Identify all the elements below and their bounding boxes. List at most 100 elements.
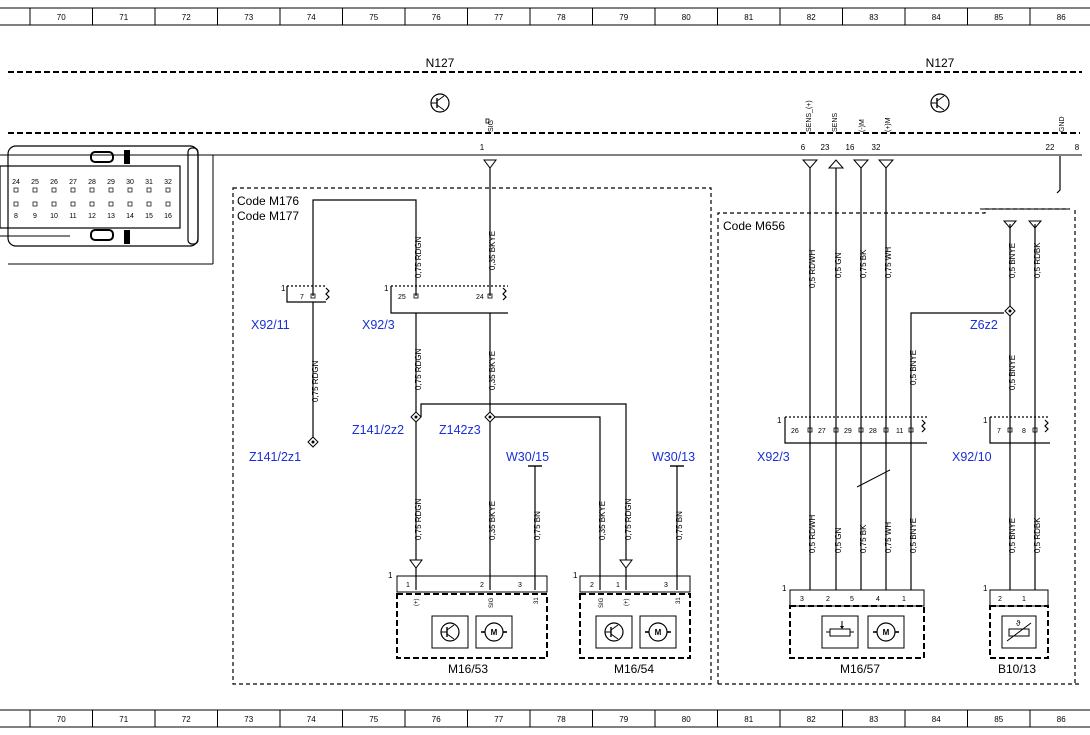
ecu-connector-pin-number: 11 bbox=[69, 213, 76, 220]
ecu-connector-pin bbox=[108, 187, 114, 193]
ecu-connector-pin-number: 8 bbox=[14, 213, 18, 220]
ruler-column-number: 86 bbox=[1057, 13, 1066, 22]
svg-text:SENS_(+): SENS_(+) bbox=[806, 100, 813, 132]
ecu-connector-pin-number: 15 bbox=[145, 213, 153, 220]
svg-text:29: 29 bbox=[844, 428, 852, 435]
svg-text:M: M bbox=[883, 628, 890, 637]
ecu-connector-pin-number: 28 bbox=[88, 179, 96, 186]
splice-z141-2z2: Z141/2z2 bbox=[352, 411, 422, 437]
wire-code-bracket bbox=[312, 199, 417, 296]
ruler-column-number: 85 bbox=[994, 13, 1003, 22]
svg-text:1: 1 bbox=[388, 571, 393, 580]
ecu-output-arrows bbox=[483, 159, 895, 169]
wire-label-rdgn-x92-11: 0,75 RDGN bbox=[311, 360, 320, 402]
motor-icon: M bbox=[475, 615, 513, 649]
ruler-column-number: 84 bbox=[932, 715, 941, 724]
wire-label-rdgn-lower: 0,75 RDGN bbox=[414, 498, 423, 540]
wire-label-bk-lower: 0,75 BK bbox=[859, 524, 868, 553]
svg-text:Z142z3: Z142z3 bbox=[439, 423, 481, 437]
svg-text:B10/13: B10/13 bbox=[998, 662, 1036, 676]
wire-label-bkye-branch: 0,35 BKYE bbox=[598, 501, 607, 540]
svg-text:M16/53: M16/53 bbox=[448, 662, 488, 676]
svg-text:1: 1 bbox=[480, 143, 485, 152]
arrow-icon bbox=[1027, 220, 1043, 229]
svg-text:7: 7 bbox=[997, 428, 1001, 435]
n127-label-left: N127 bbox=[426, 56, 455, 70]
wire-branch-bkye bbox=[495, 416, 601, 590]
ecu-connector-pin-number: 25 bbox=[31, 179, 39, 186]
svg-text:SIG: SIG bbox=[488, 120, 495, 132]
svg-text:W30/15: W30/15 bbox=[506, 450, 549, 464]
transistor-icon bbox=[430, 93, 450, 113]
ecu-connector-pin-number: 13 bbox=[107, 213, 115, 220]
svg-text:1: 1 bbox=[281, 284, 286, 293]
component-m16-54: 1 2 1 3 SIG (+) 31 M16/54 bbox=[573, 571, 691, 676]
ruler-column-number: 78 bbox=[557, 13, 566, 22]
ecu-connector-pin-number: 14 bbox=[126, 213, 134, 220]
svg-text:32: 32 bbox=[872, 143, 881, 152]
ruler-column-number: 86 bbox=[1057, 715, 1066, 724]
ruler-column-number: 73 bbox=[244, 13, 253, 22]
ruler-column-number: 75 bbox=[369, 13, 378, 22]
svg-text:(+): (+) bbox=[624, 598, 630, 606]
wire-label-bnye-b10-lower: 0,5 BNYE bbox=[1008, 518, 1017, 553]
transistor-icon bbox=[431, 615, 469, 649]
svg-text:GND: GND bbox=[1059, 116, 1066, 132]
svg-text:0,75 BN: 0,75 BN bbox=[675, 511, 684, 540]
potentiometer-icon bbox=[821, 615, 859, 649]
ruler-column-number: 71 bbox=[119, 13, 128, 22]
ecu-connector-pin bbox=[51, 187, 57, 193]
ruler-column-number: 78 bbox=[557, 715, 566, 724]
svg-text:1: 1 bbox=[782, 584, 787, 593]
wire-bnye bbox=[910, 312, 1004, 590]
svg-text:3: 3 bbox=[664, 582, 668, 589]
ruler-column-number: 81 bbox=[744, 715, 753, 724]
svg-text:6: 6 bbox=[801, 143, 806, 152]
wire-label-bkye-upper: 0,35 BKYE bbox=[488, 231, 497, 270]
splice-z6z2: Z6z2 bbox=[970, 305, 1016, 332]
svg-text:1: 1 bbox=[983, 416, 988, 425]
ecu-connector-pin-number: 9 bbox=[33, 213, 37, 220]
ecu-connector-pin-number: 31 bbox=[145, 179, 153, 186]
svg-text:3: 3 bbox=[800, 596, 804, 603]
svg-text:1: 1 bbox=[983, 584, 988, 593]
svg-text:28: 28 bbox=[869, 428, 877, 435]
svg-text:(+)M: (+)M bbox=[885, 117, 892, 132]
ecu-connector-pin bbox=[70, 187, 76, 193]
wire-label-bkye-lower: 0,35 BKYE bbox=[488, 501, 497, 540]
ecu-connector-pin bbox=[70, 201, 76, 207]
ruler-column-number: 70 bbox=[57, 13, 66, 22]
ecu-pin-edge: 8 bbox=[1075, 143, 1080, 152]
splice-z141-2z1: Z141/2z1 bbox=[249, 436, 319, 464]
ecu-connector-pin bbox=[51, 201, 57, 207]
ecu-connector-pin-number: 29 bbox=[107, 179, 115, 186]
ruler-column-number: 73 bbox=[244, 715, 253, 724]
svg-text:1: 1 bbox=[384, 284, 389, 293]
wire-label-wh-upper: 0,75 WH bbox=[884, 247, 893, 278]
wire-label-rdgn-branch: 0,75 RDGN bbox=[624, 498, 633, 540]
ruler-column-number: 79 bbox=[619, 715, 628, 724]
ecu-connector-pin bbox=[127, 201, 133, 207]
ruler-column-number: 76 bbox=[432, 715, 441, 724]
svg-text:X92/3: X92/3 bbox=[757, 450, 790, 464]
svg-text:31: 31 bbox=[676, 597, 682, 604]
ecu-connector-pin bbox=[89, 187, 95, 193]
n127-label-right: N127 bbox=[926, 56, 955, 70]
ecu-connector-pin-number: 10 bbox=[50, 213, 58, 220]
svg-text:(-)M: (-)M bbox=[859, 119, 866, 132]
svg-text:3: 3 bbox=[518, 582, 522, 589]
svg-text:X92/11: X92/11 bbox=[251, 318, 290, 332]
ecu-connector-pin bbox=[13, 201, 19, 207]
svg-text:11: 11 bbox=[896, 428, 903, 435]
ruler-column-number: 77 bbox=[494, 715, 503, 724]
ecu-connector-pin bbox=[165, 201, 171, 207]
wire-label-rdgn-upper: 0,75 RDGN bbox=[414, 236, 423, 278]
svg-text:26: 26 bbox=[791, 428, 799, 435]
svg-text:1: 1 bbox=[616, 582, 620, 589]
svg-text:2: 2 bbox=[826, 596, 830, 603]
connector-x92-3-left: 1 25 24 X92/3 bbox=[362, 284, 508, 332]
